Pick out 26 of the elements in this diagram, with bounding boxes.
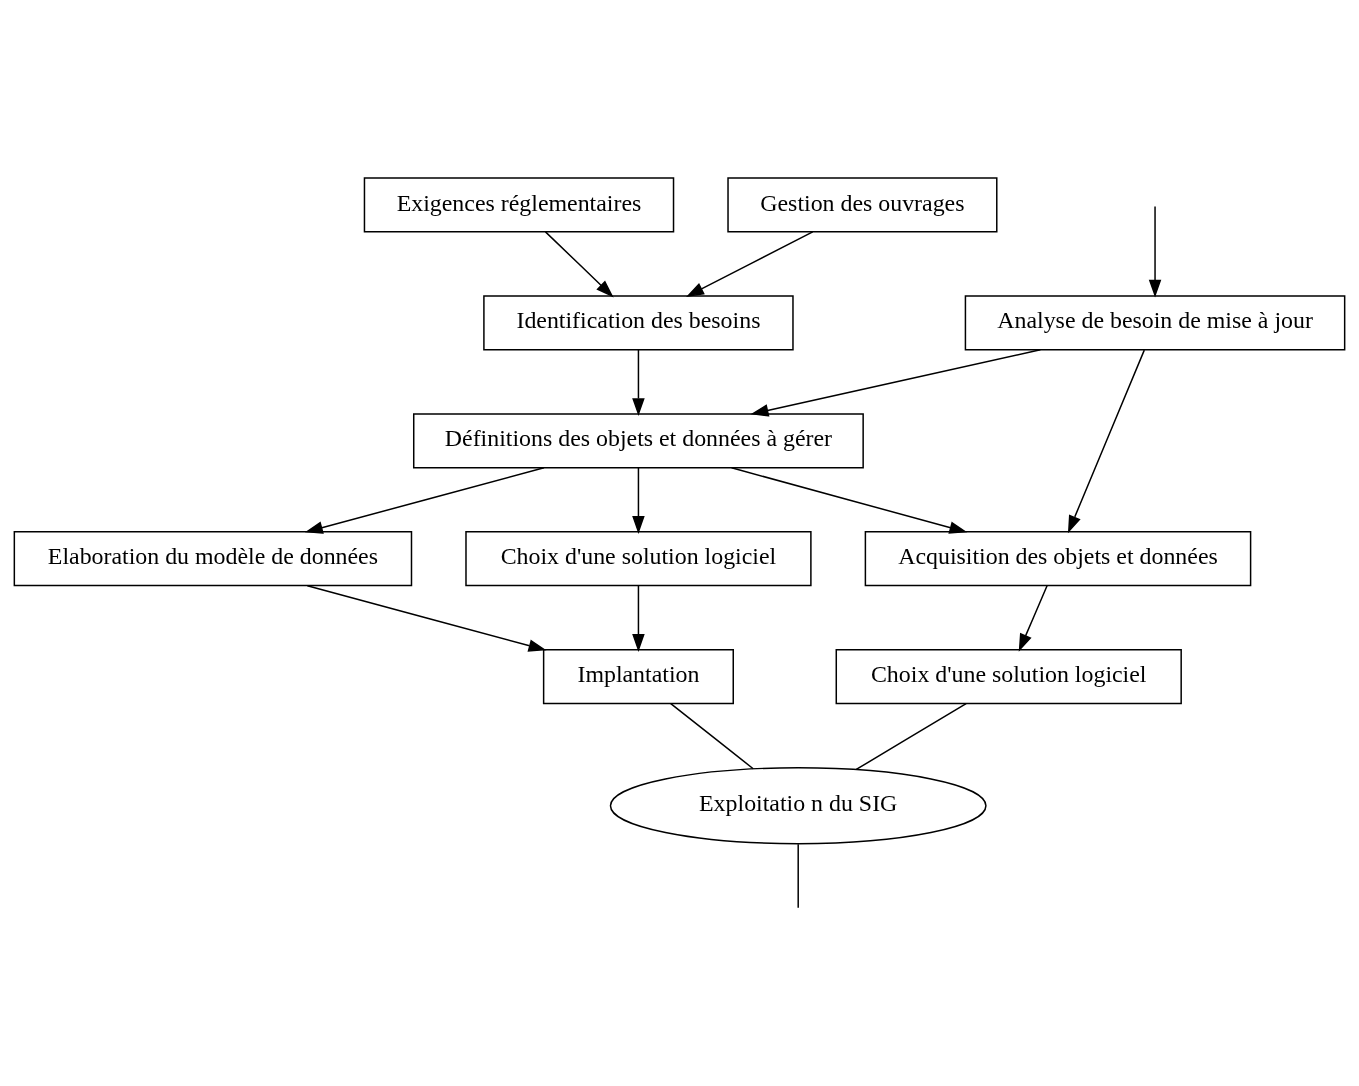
connector [797,842,799,909]
arrow [306,584,547,652]
arrow [1148,205,1162,298]
arrow [544,230,614,297]
arrow [1018,584,1048,652]
arrow [686,230,814,297]
node-ellipse: Exploitatio n du SIG [609,766,987,844]
connector [855,702,967,770]
node-box: Analyse de besoin de mise à jour [964,294,1346,350]
arrow [304,466,545,534]
node-box: Exigences réglementaires [363,176,675,232]
node-box: Implantation [542,648,734,704]
connector [670,702,754,769]
node-box: Définitions des objets et données à gérer [413,412,864,468]
arrow [750,348,1042,417]
arrow [1067,348,1146,533]
node-box: Choix d'une solution logiciel [835,648,1182,704]
node-box: Choix d'une solution logiciel [465,530,812,586]
node-box: Identification des besoins [483,294,794,350]
arrow [730,466,968,534]
node-box: Acquisition des objets et données [864,530,1252,586]
node-box: Gestion des ouvrages [727,176,998,232]
arrow [632,348,645,416]
arrow [632,466,645,534]
node-box: Elaboration du modèle de données [13,530,413,586]
arrow [632,584,645,652]
